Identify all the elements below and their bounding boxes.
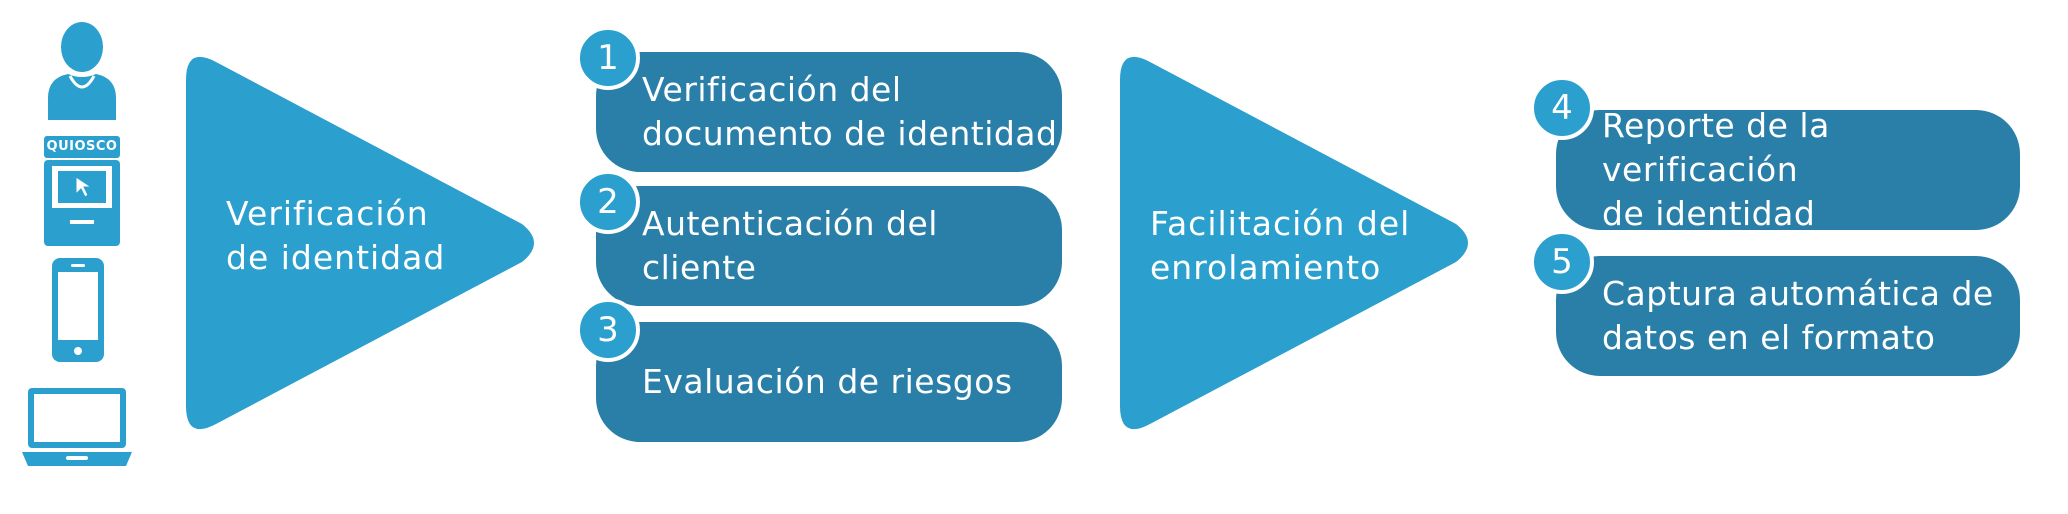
step-5-label: Captura automática de datos en el format… <box>1602 274 1994 357</box>
step-3-badge: 3 <box>576 298 640 362</box>
kiosk-icon: QUIOSCO <box>44 136 120 246</box>
stage-2-label: Facilitación del enrolamiento <box>1150 204 1411 287</box>
kiosk-label: QUIOSCO <box>46 139 118 154</box>
step-1-badge: 1 <box>576 26 640 90</box>
cursor-icon <box>75 176 93 198</box>
smartphone-icon <box>52 258 104 362</box>
step-4-box: Reporte de la verificación de identidad <box>1556 106 2020 233</box>
step-2-box: Autenticación del cliente <box>596 186 1062 306</box>
step-2-label: Autenticación del cliente <box>642 204 938 287</box>
step-3-label: Evaluación de riesgos <box>642 362 1013 401</box>
step-5-badge: 5 <box>1530 230 1594 294</box>
stage-2-triangle <box>1120 56 1468 430</box>
step-4-label: Reporte de la verificación de identidad <box>1602 106 1830 233</box>
user-icon <box>48 22 116 120</box>
stage-1-triangle <box>186 56 534 430</box>
step-1-label: Verificación del documento de identidad <box>642 70 1058 153</box>
step-4-badge: 4 <box>1530 76 1594 140</box>
laptop-icon <box>22 388 132 466</box>
step-2-badge: 2 <box>576 170 640 234</box>
step-3-box: Evaluación de riesgos <box>596 322 1062 442</box>
step-5-box: Captura automática de datos en el format… <box>1556 256 2020 376</box>
stage-1-label: Verificación de identidad <box>226 194 446 277</box>
step-1-box: Verificación del documento de identidad <box>596 52 1062 172</box>
